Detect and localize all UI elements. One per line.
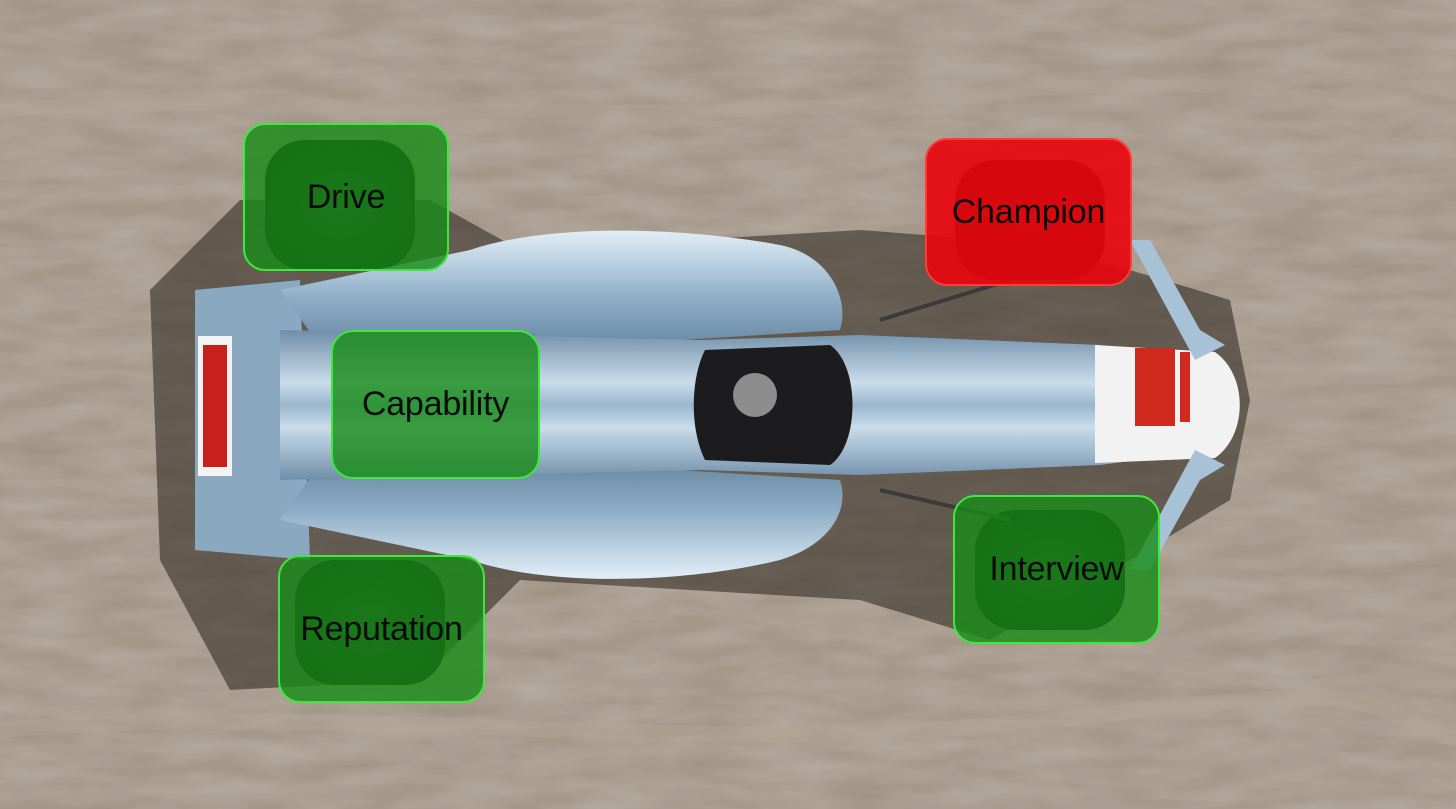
label-text-interview: Interview [989, 550, 1124, 588]
label-text-capability: Capability [361, 385, 510, 423]
rear-wing-logo [203, 345, 227, 467]
front-wing-upper [1130, 240, 1225, 360]
label-box-champion: Champion [925, 138, 1132, 286]
sand-streak [0, 78, 1456, 127]
label-text-champion: Champion [951, 192, 1106, 231]
cockpit-detail [733, 373, 777, 417]
label-box-drive: Drive [243, 123, 449, 271]
label-text-reputation: Reputation [300, 609, 463, 648]
sand-streak [0, 690, 1456, 748]
nose-logo [1135, 348, 1175, 426]
suspension-arm [879, 278, 1011, 322]
nose-logo-stripe [1180, 352, 1190, 422]
sidepod-right [280, 450, 843, 579]
label-box-capability: Capability [331, 330, 540, 479]
label-box-interview: Interview [953, 495, 1160, 644]
label-text-drive: Drive [306, 177, 386, 216]
label-box-reputation: Reputation [278, 555, 485, 703]
